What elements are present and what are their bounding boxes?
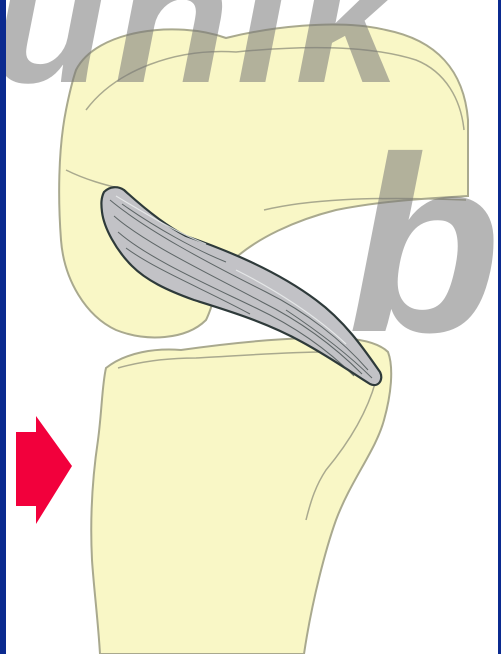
knee-diagram	[6, 0, 498, 654]
right-arrow-icon	[16, 416, 72, 524]
illustration-canvas: unlk b	[6, 0, 498, 654]
tibia-bone	[91, 338, 391, 654]
